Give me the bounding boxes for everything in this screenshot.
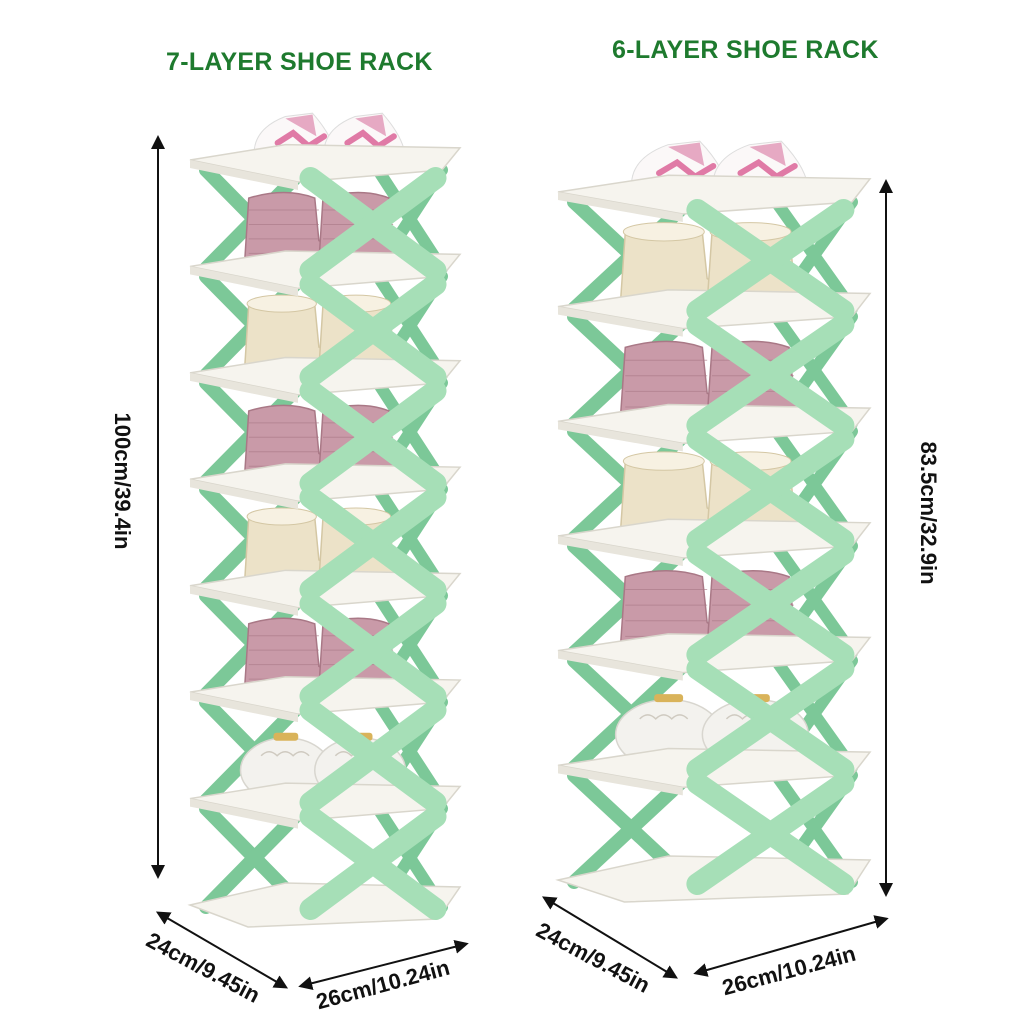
shelf-edge	[190, 692, 298, 723]
front-x-brace	[299, 805, 447, 920]
shelf-edge	[190, 372, 298, 403]
front-x-brace	[299, 167, 447, 282]
seven-layer-rack	[187, 112, 462, 928]
shelf-board	[557, 174, 872, 215]
height-label-6-layer: 83.5cm/32.9in	[916, 441, 941, 585]
front-x-brace	[686, 313, 855, 437]
depth-dimension-line-7	[155, 911, 289, 989]
shelf-edge	[558, 650, 683, 681]
height-label-7-layer: 100cm/39.4in	[110, 412, 135, 550]
width-dimension-line-7	[298, 939, 469, 991]
front-x-brace	[686, 199, 855, 322]
shelf-edge	[190, 160, 298, 190]
shelf-edge	[558, 421, 683, 452]
front-x-brace	[686, 428, 855, 551]
shelf-edge	[558, 765, 683, 796]
shelf-edge	[190, 266, 298, 297]
rack-title-7-layer: 7-LAYER SHOE RACK	[166, 48, 433, 76]
shelf-board	[189, 143, 462, 183]
rack-title-6-layer: 6-LAYER SHOE RACK	[612, 36, 879, 64]
back-x-brace	[567, 768, 696, 889]
front-x-brace	[299, 592, 447, 708]
dimension-lines	[151, 135, 893, 991]
front-x-brace	[299, 273, 447, 388]
shelf-edge	[190, 585, 298, 616]
shelf-edge	[190, 798, 298, 829]
front-x-brace	[299, 699, 447, 814]
width-dimension-line-6	[693, 915, 889, 977]
front-x-brace	[299, 486, 447, 601]
shelf-edge	[190, 479, 298, 510]
depth-dimension-line-6	[542, 896, 678, 979]
front-x-brace	[686, 543, 855, 666]
front-x-brace	[686, 772, 855, 895]
six-layer-rack	[555, 140, 872, 903]
shelf-edge	[558, 306, 683, 337]
front-x-brace	[299, 379, 447, 495]
shelf-edge	[558, 536, 683, 566]
shelf-edge	[558, 192, 683, 222]
front-x-brace	[686, 657, 855, 781]
